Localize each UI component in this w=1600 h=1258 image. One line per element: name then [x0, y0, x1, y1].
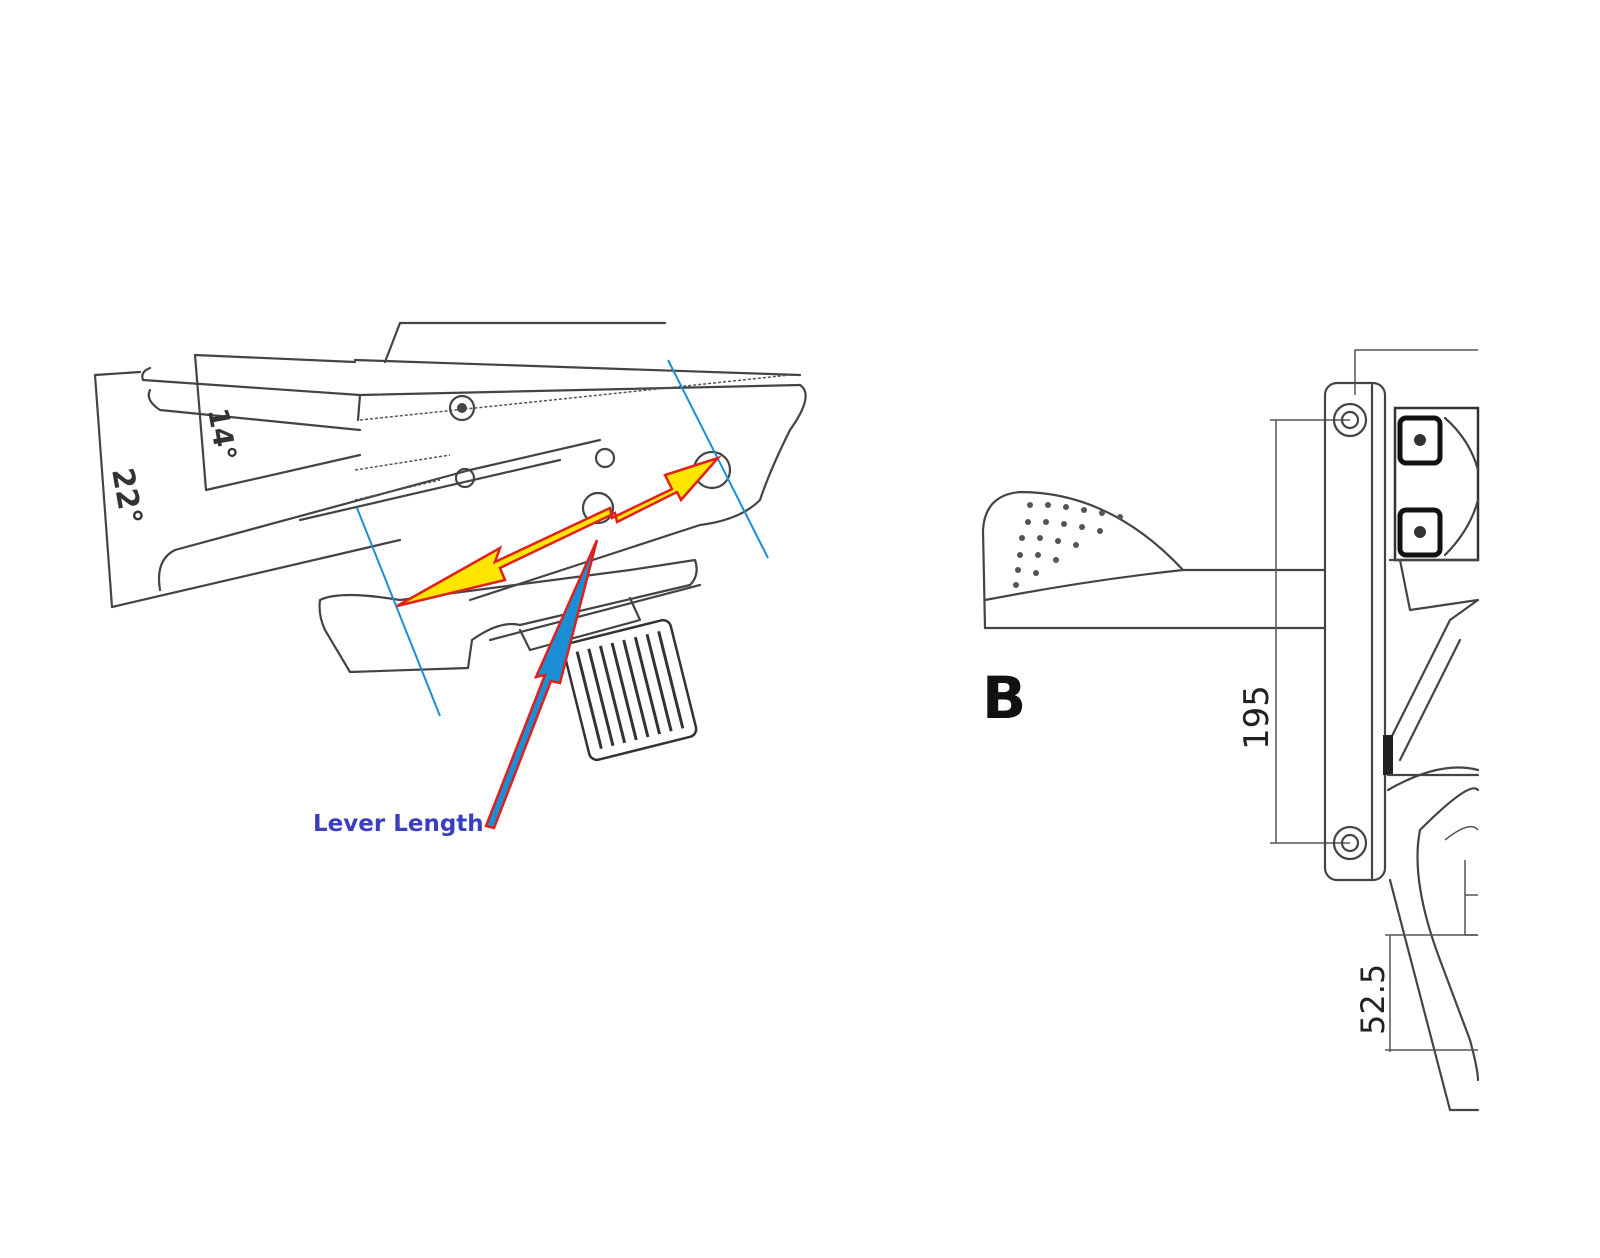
rod-clip — [1383, 735, 1393, 775]
pedal-grip-dots — [1013, 502, 1123, 588]
seat-plate — [147, 383, 807, 602]
pivot-link — [594, 447, 616, 469]
release-lever — [1388, 787, 1480, 1112]
mounting-plate — [1323, 381, 1387, 882]
linkage-rod — [1388, 598, 1480, 762]
guide-line-rear — [356, 507, 441, 717]
tilt-mechanism: 14° 22° Lever Length — [93, 321, 807, 837]
pedal-arm — [983, 568, 1327, 630]
inner-angle-wedge — [193, 353, 362, 492]
lower-arm — [157, 438, 602, 592]
pedal-view-b: B 195 52.5 — [981, 349, 1480, 1112]
lever-inner-detail — [1444, 825, 1479, 936]
pivot-main — [581, 491, 615, 525]
lever-length-double-arrow — [396, 455, 722, 608]
lever-length-label: Lever Length — [313, 811, 484, 837]
tension-knob — [562, 618, 698, 762]
pivot-upper-center — [457, 403, 467, 413]
dimension-195-lines — [1270, 419, 1350, 844]
lever-length-pointer-arrow — [484, 539, 599, 830]
outer-angle-wedge — [93, 370, 402, 609]
view-label-b: B — [982, 664, 1026, 732]
cylinder-block — [1388, 406, 1480, 612]
dimension-52-5-lines — [1385, 934, 1478, 1052]
mount-hole-top-inner — [1340, 410, 1360, 430]
base-underside — [488, 583, 702, 652]
angle-label-14: 14° — [201, 405, 243, 463]
lever-arm-outer — [1386, 766, 1480, 792]
angle-label-22: 22° — [104, 465, 148, 527]
spring-upper — [359, 374, 791, 421]
base-housing — [318, 558, 698, 674]
dimension-195-label: 195 — [1237, 685, 1277, 750]
mount-hole-bottom-inner — [1340, 833, 1360, 853]
mount-hole-bottom — [1332, 825, 1368, 861]
lead-line — [383, 321, 667, 364]
pivot-middle — [454, 467, 476, 489]
spring-lower — [354, 454, 451, 501]
top-dimension-line — [1354, 349, 1478, 395]
dimension-52-5-label: 52.5 — [1354, 964, 1392, 1035]
top-bar — [141, 358, 802, 422]
pivot-upper — [448, 394, 476, 422]
pedal-pad — [981, 490, 1185, 630]
mount-hole-top — [1332, 402, 1368, 438]
